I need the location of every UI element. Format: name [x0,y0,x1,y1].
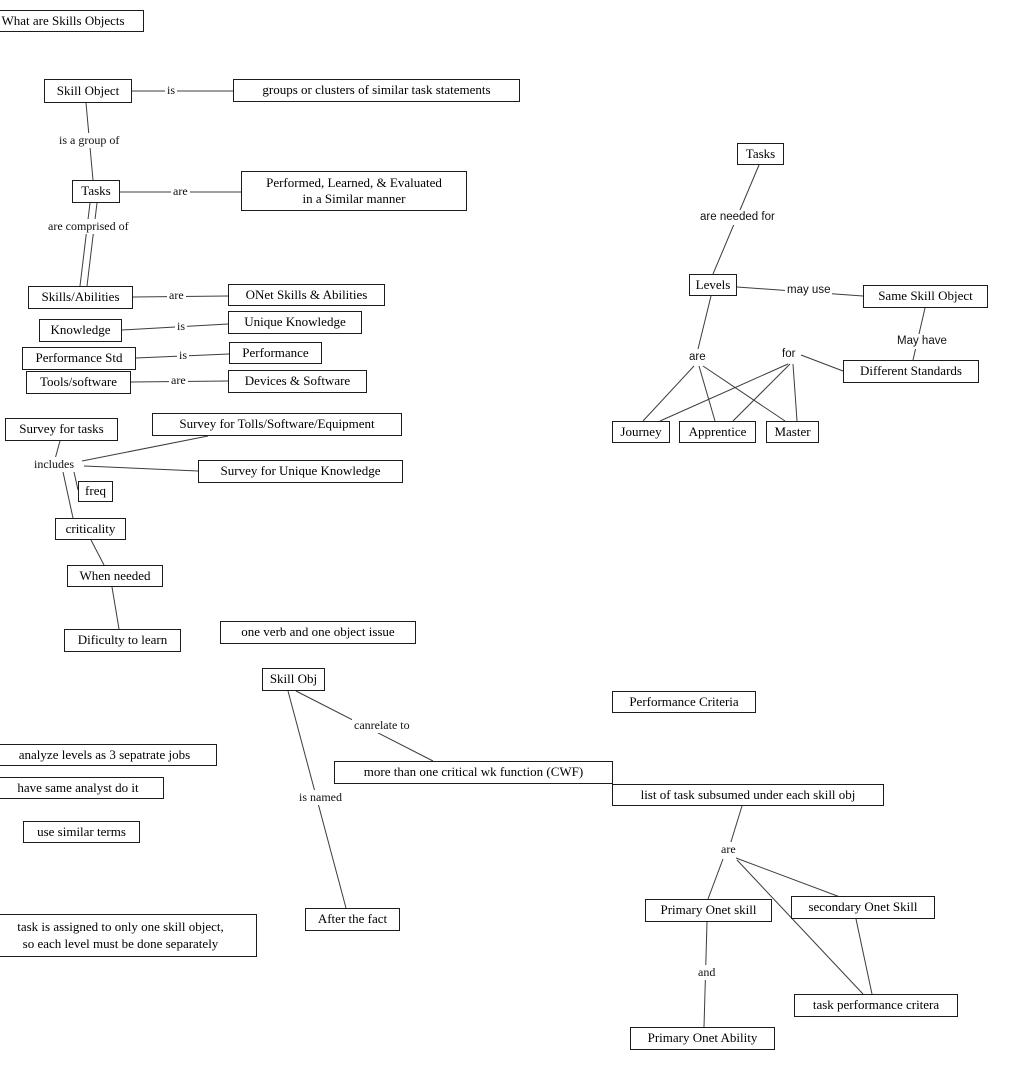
connector-line-28 [642,365,695,422]
connector-line-30 [702,365,786,422]
concept-node-task-performance-criteria[interactable]: task performance critera [794,994,958,1017]
connector-line-21 [736,859,864,995]
concept-node-after-the-fact[interactable]: After the fact [305,908,400,931]
concept-node-survey-for-tasks[interactable]: Survey for tasks [5,418,118,441]
concept-node-secondary-onet-skill[interactable]: secondary Onet Skill [791,896,935,919]
concept-node-onet-skills-abilities[interactable]: ONet Skills & Abilities [228,284,385,306]
connector-line-27 [697,295,712,350]
concept-node-skill-obj[interactable]: Skill Obj [262,668,325,691]
concept-node-devices-software[interactable]: Devices & Software [228,370,367,393]
link-label-is-a-group-of[interactable]: is a group of [57,133,122,148]
concept-node-one-verb-one-object[interactable]: one verb and one object issue [220,621,416,644]
link-label-canrelate-to[interactable]: canrelate to [352,718,412,733]
concept-node-survey-unique-knowledge[interactable]: Survey for Unique Knowledge [198,460,403,483]
link-label-includes[interactable]: includes [32,457,76,472]
link-label-are-needed-for[interactable]: are needed for [698,210,777,225]
concept-node-when-needed[interactable]: When needed [67,565,163,587]
concept-node-task-assigned-one-skill[interactable]: task is assigned to only one skill objec… [0,914,257,957]
link-label-is-1[interactable]: is [165,83,178,98]
concept-node-performance-criteria[interactable]: Performance Criteria [612,691,756,713]
link-label-are-comprised-of[interactable]: are comprised of [46,219,131,234]
connector-line-32 [732,363,791,422]
concept-node-performed-learned-evaluated[interactable]: Performed, Learned, & Evaluated in a Sim… [241,171,467,211]
connector-line-11 [83,465,199,472]
concept-node-what-are-skills-objects[interactable]: What are Skills Objects [0,10,144,32]
connector-line-19 [707,858,724,900]
concept-node-skills-abilities[interactable]: Skills/Abilities [28,286,133,309]
connector-line-31 [659,363,789,422]
link-label-are-4[interactable]: are [719,842,738,857]
connector-line-13 [62,471,74,519]
concept-node-levels[interactable]: Levels [689,274,737,296]
connector-line-15 [111,586,120,630]
concept-node-tasks-right[interactable]: Tasks [737,143,784,165]
connector-line-9 [54,440,61,460]
concept-node-different-standards[interactable]: Different Standards [843,360,979,383]
concept-node-difficulty-to-learn[interactable]: Dificulty to learn [64,629,181,652]
concept-node-skill-object[interactable]: Skill Object [44,79,132,103]
concept-node-use-similar-terms[interactable]: use similar terms [23,821,140,843]
concept-node-groups-or-clusters[interactable]: groups or clusters of similar task state… [233,79,520,102]
connector-line-22 [855,918,873,995]
link-label-is-2[interactable]: is [175,319,188,334]
concept-node-list-of-tasks-subsumed[interactable]: list of task subsumed under each skill o… [612,784,884,806]
link-label-is-named[interactable]: is named [297,790,344,805]
concept-node-journey[interactable]: Journey [612,421,670,443]
link-label-may-have[interactable]: May have [895,334,949,349]
concept-node-knowledge[interactable]: Knowledge [39,319,122,342]
concept-node-more-than-one-cwf[interactable]: more than one critical wk function (CWF) [334,761,613,784]
concept-node-unique-knowledge[interactable]: Unique Knowledge [228,311,362,334]
link-label-may-use[interactable]: may use [785,283,833,298]
concept-node-performance[interactable]: Performance [229,342,322,364]
connector-line-33 [792,363,798,422]
connector-line-3 [79,202,91,287]
connector-line-4 [86,202,98,287]
link-label-is-3[interactable]: is [177,348,190,363]
concept-node-same-skill-object[interactable]: Same Skill Object [863,285,988,308]
concept-node-performance-std[interactable]: Performance Std [22,347,136,370]
link-label-are-3[interactable]: are [169,373,188,388]
connector-line-20 [735,857,841,898]
concept-node-apprentice[interactable]: Apprentice [679,421,756,443]
concept-node-tools-software[interactable]: Tools/software [26,371,131,394]
concept-node-primary-onet-ability[interactable]: Primary Onet Ability [630,1027,775,1050]
link-label-for[interactable]: for [780,347,798,362]
link-label-are-2[interactable]: are [167,288,186,303]
concept-node-criticality[interactable]: criticality [55,518,126,540]
connector-line-14 [90,539,105,566]
link-label-and[interactable]: and [696,965,718,980]
link-label-are-5[interactable]: are [687,350,708,365]
concept-node-master[interactable]: Master [766,421,819,443]
concept-node-have-same-analyst[interactable]: have same analyst do it [0,777,164,799]
link-label-are-1[interactable]: are [171,184,190,199]
connector-line-18 [729,805,743,846]
concept-node-analyze-levels[interactable]: analyze levels as 3 sepatrate jobs [0,744,217,766]
concept-node-freq[interactable]: freq [78,481,113,502]
concept-node-primary-onet-skill[interactable]: Primary Onet skill [645,899,772,922]
concept-node-tasks-left[interactable]: Tasks [72,180,120,203]
connector-line-12 [73,471,79,491]
concept-node-survey-for-tools[interactable]: Survey for Tolls/Software/Equipment [152,413,402,436]
connector-line-29 [698,365,716,422]
connector-line-10 [81,435,209,462]
connector-line-34 [800,354,844,372]
